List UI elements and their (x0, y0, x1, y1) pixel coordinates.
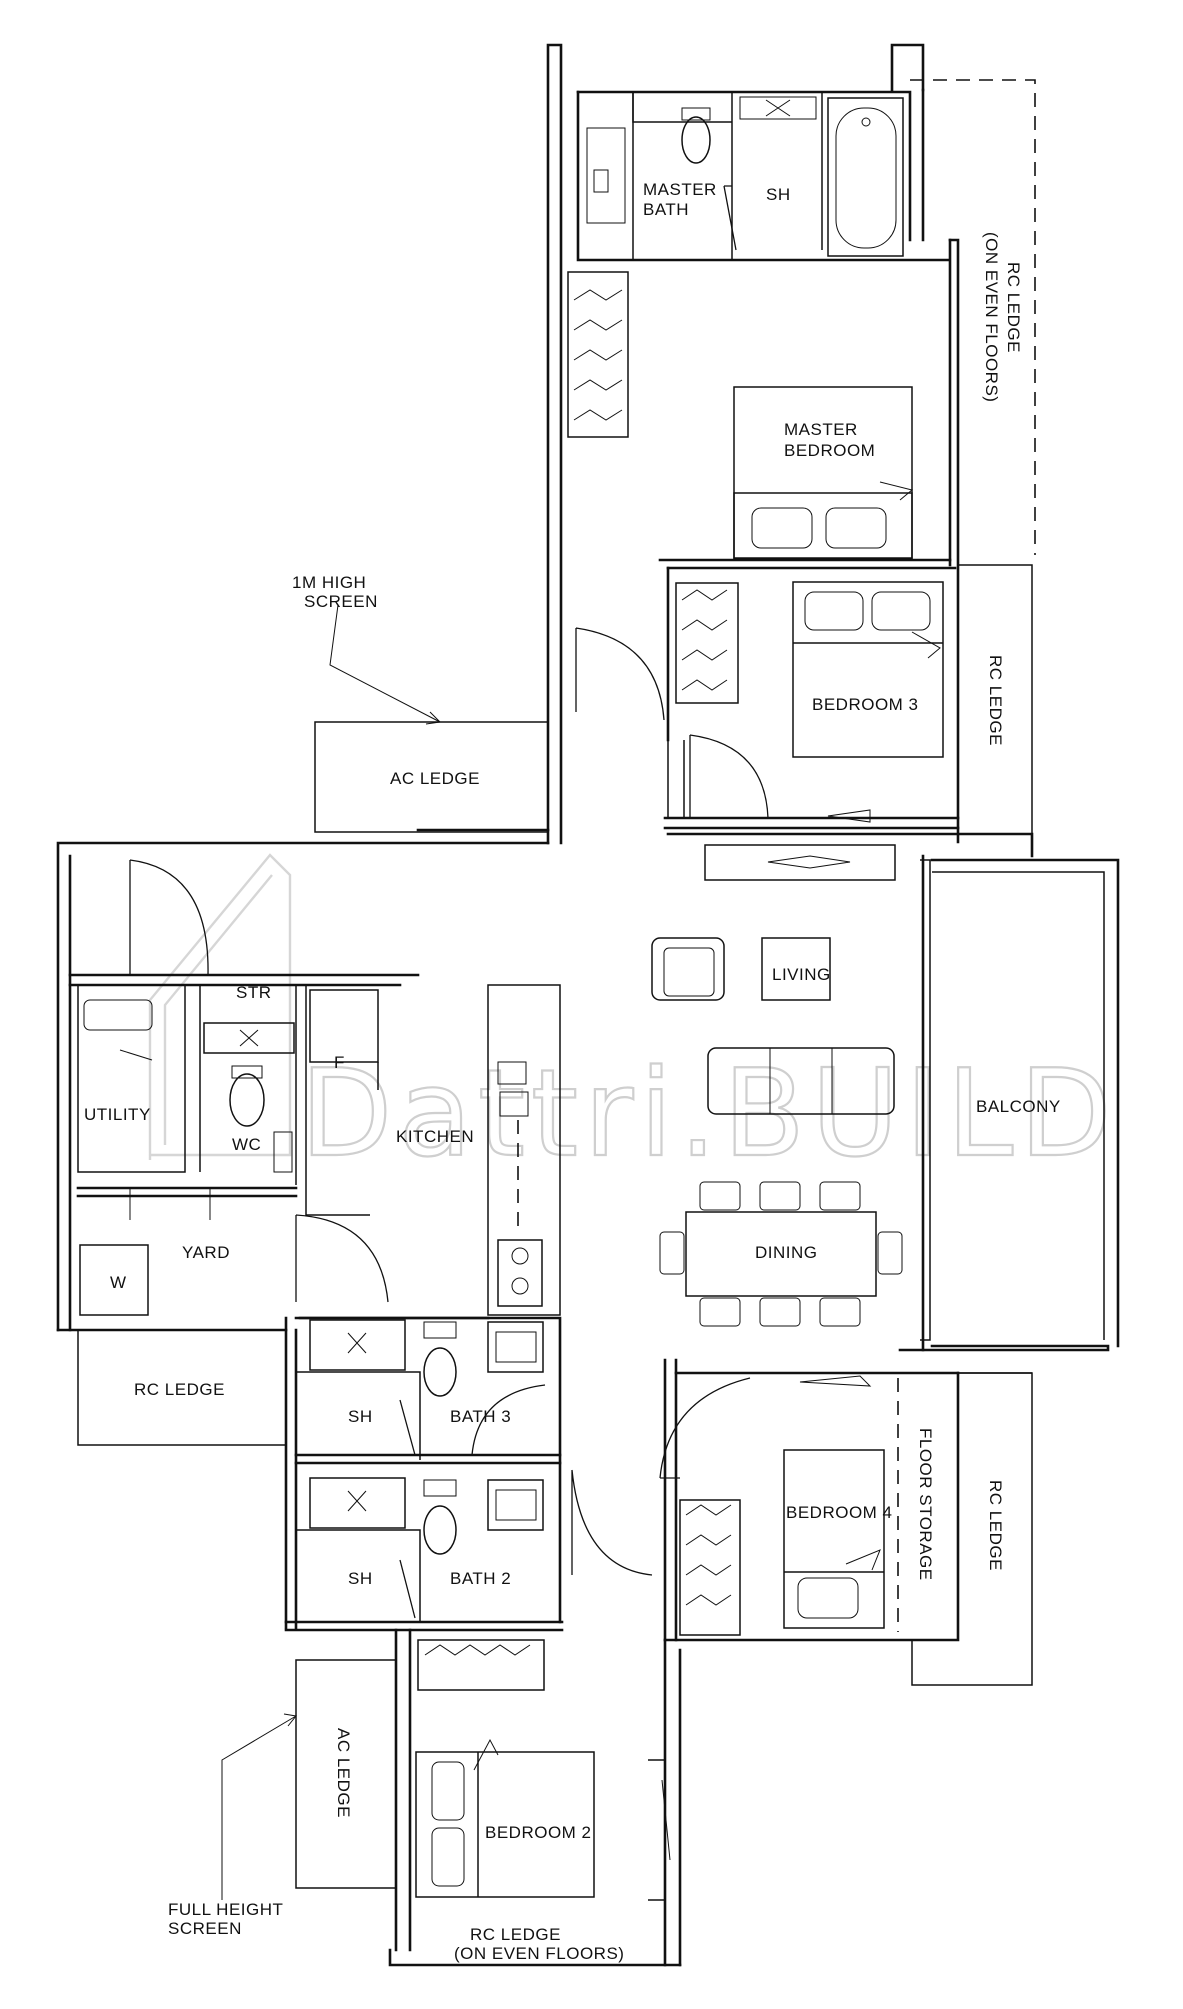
outer-walls (56, 43, 1110, 1967)
rc-ledge-left: RC LEDGE (77, 1329, 287, 1446)
wardrobe-hangers (573, 289, 623, 421)
bath-3 (296, 1319, 546, 1460)
washer-label: W (110, 1273, 127, 1292)
bedroom-2-area (415, 1639, 671, 1901)
utility-label: UTILITY (84, 1105, 151, 1124)
watermark: Dattri.BUILD (148, 853, 1118, 1185)
rc-ledge-even-bottom-2: (ON EVEN FLOORS) (454, 1944, 624, 1963)
rc-ledge-left-label: RC LEDGE (134, 1380, 225, 1399)
dining-label: DINING (755, 1243, 818, 1262)
ac-ledge-bottom (295, 1659, 397, 1889)
ac-ledge-bottom-label: AC LEDGE (334, 1728, 353, 1818)
master-bedroom-label-1: MASTER (784, 420, 858, 439)
living-label: LIVING (772, 965, 831, 984)
top-wing (567, 91, 960, 881)
kitchen-label: KITCHEN (396, 1127, 474, 1146)
fridge-label: F (334, 1053, 345, 1072)
bath-2 (296, 1469, 653, 1622)
ac-ledge-top: AC LEDGE (314, 721, 549, 833)
bedroom3-label: BEDROOM 3 (812, 695, 919, 714)
annotations: RC LEDGE (ON EVEN FLOORS) RC LEDGE RC LE… (168, 232, 1023, 1963)
screen-1m-label-1: 1M HIGH (292, 573, 366, 592)
bath2-sh-label: SH (348, 1569, 373, 1588)
rc-ledge-even-top-2: (ON EVEN FLOORS) (982, 232, 1001, 402)
master-bath-label-2: BATH (643, 200, 689, 219)
wc-label: WC (232, 1135, 261, 1154)
bath2-label: BATH 2 (450, 1569, 511, 1588)
screen-leaders (221, 604, 442, 1900)
screen-full-label-2: SCREEN (168, 1919, 242, 1938)
rc-ledge-bed4-label: RC LEDGE (986, 1480, 1005, 1571)
rc-ledge-even-top-1: RC LEDGE (1004, 262, 1023, 353)
screen-1m-label-2: SCREEN (304, 592, 378, 611)
bath3-label: BATH 3 (450, 1407, 511, 1426)
ac-ledge-top-label: AC LEDGE (390, 769, 480, 788)
right-ledges (910, 79, 1036, 1374)
bath3-sh-label: SH (348, 1407, 373, 1426)
balcony-label: BALCONY (976, 1097, 1061, 1116)
screen-full-label-1: FULL HEIGHT (168, 1900, 283, 1919)
master-sh-label: SH (766, 185, 791, 204)
watermark-text: Dattri.BUILD (300, 1045, 1118, 1184)
service-block (68, 859, 561, 1320)
rc-ledge-bed3-label: RC LEDGE (986, 655, 1005, 746)
master-bedroom-label-2: BEDROOM (784, 441, 875, 460)
bedroom-4-area (659, 1371, 1033, 1686)
room-labels: MASTER BATH SH MASTER BEDROOM BEDROOM 3 … (84, 180, 1061, 1842)
master-bath-label-1: MASTER (643, 180, 717, 199)
yard-label: YARD (182, 1243, 230, 1262)
rc-ledge-even-bottom-1: RC LEDGE (470, 1925, 561, 1944)
floor-storage-label: FLOOR STORAGE (916, 1428, 935, 1581)
living-dining (651, 858, 1120, 1348)
bedroom2-label: BEDROOM 2 (485, 1823, 592, 1842)
str-label: STR (236, 983, 272, 1002)
bedroom4-label: BEDROOM 4 (786, 1503, 893, 1522)
